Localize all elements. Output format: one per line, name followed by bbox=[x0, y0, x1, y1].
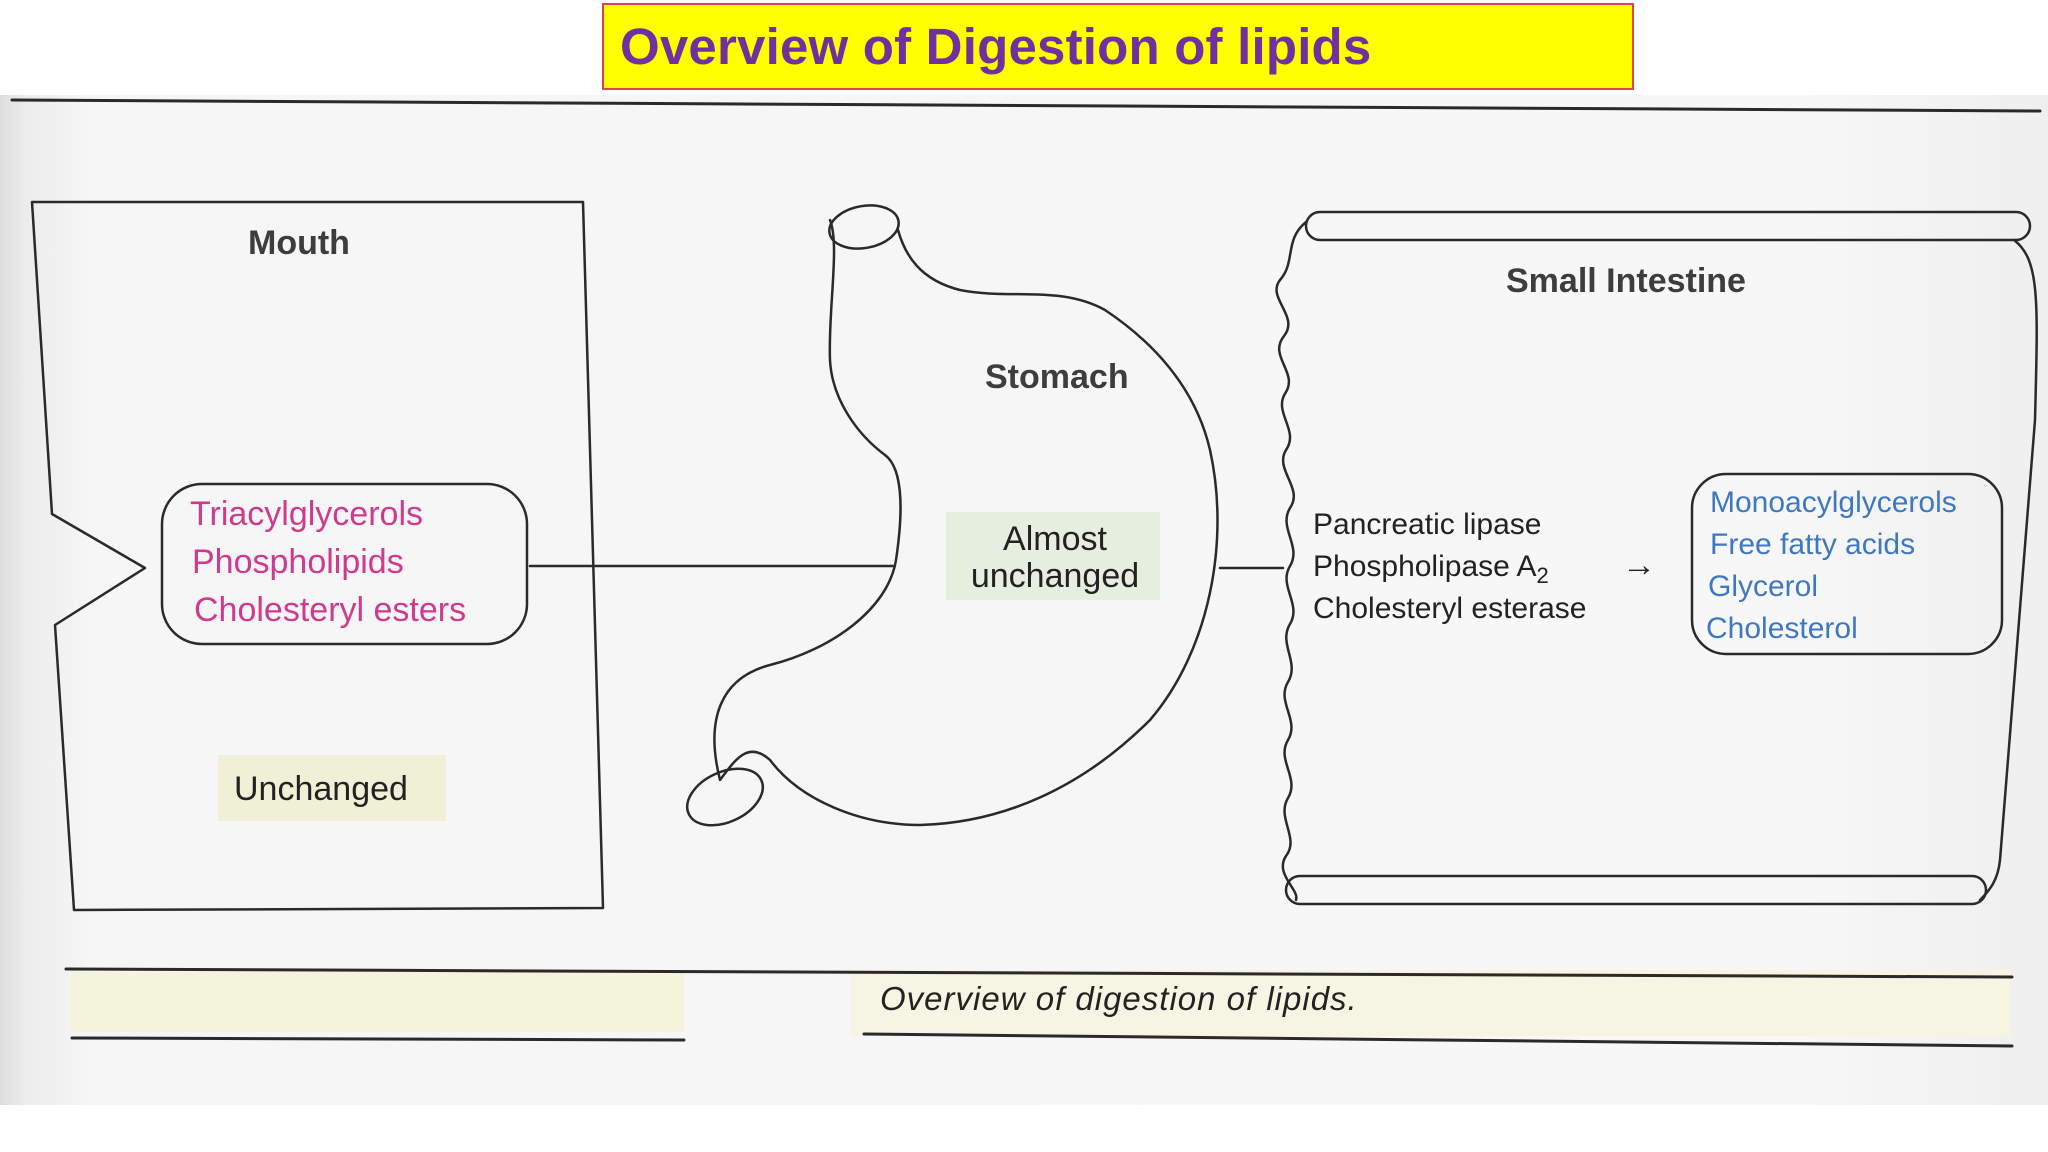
top-rule bbox=[10, 98, 2042, 113]
enzyme-2-subscript: 2 bbox=[1536, 563, 1549, 588]
mouth-status: Unchanged bbox=[234, 770, 408, 808]
enzyme-2: Phospholipase A2 bbox=[1313, 546, 1549, 597]
stomach-heading: Stomach bbox=[985, 358, 1129, 396]
duodenum-opening bbox=[685, 767, 765, 827]
highlight-mouth bbox=[218, 755, 446, 821]
reaction-arrow-icon: → bbox=[1622, 546, 1656, 584]
scanned-page bbox=[0, 95, 2048, 1105]
figure-caption: Overview of digestion of lipids. bbox=[880, 980, 1358, 1017]
mouth-heading: Mouth bbox=[248, 224, 350, 262]
intestine-wavy-edge bbox=[1275, 220, 1308, 902]
highlight-stomach bbox=[946, 512, 1160, 600]
esophagus-opening bbox=[828, 204, 900, 250]
enzyme-3: Cholesteryl esterase bbox=[1313, 592, 1587, 625]
caption-bottom-rule-left bbox=[70, 1036, 686, 1042]
enzyme-1: Pancreatic lipase bbox=[1313, 508, 1542, 541]
substrate-1: Triacylglycerols bbox=[190, 495, 424, 533]
stomach-outline bbox=[713, 218, 1219, 827]
title-banner: Overview of Digestion of lipids bbox=[602, 3, 1634, 90]
page-title: Overview of Digestion of lipids bbox=[620, 18, 1372, 75]
substrates-box bbox=[160, 482, 529, 646]
intestine-bottom-tube bbox=[1284, 874, 1988, 906]
product-1: Monoacylglycerols bbox=[1710, 486, 1957, 519]
stomach-status-line1: Almost bbox=[1003, 520, 1107, 558]
caption-top-rule bbox=[64, 967, 2014, 979]
product-4: Cholesterol bbox=[1706, 612, 1858, 645]
enzyme-2-name: Phospholipase A bbox=[1313, 550, 1537, 583]
intestine-top-tube bbox=[1304, 210, 2032, 242]
highlight-caption-left bbox=[70, 972, 684, 1032]
products-box bbox=[1690, 472, 2004, 656]
highlight-caption bbox=[850, 970, 2010, 1036]
substrate-3: Cholesteryl esters bbox=[194, 591, 467, 629]
product-3: Glycerol bbox=[1708, 570, 1819, 603]
stomach-status-line2: unchanged bbox=[970, 557, 1140, 595]
substrate-2: Phospholipids bbox=[192, 543, 404, 581]
caption-bottom-rule-right bbox=[862, 1032, 2014, 1048]
product-2: Free fatty acids bbox=[1710, 528, 1916, 561]
intestine-heading: Small Intestine bbox=[1506, 262, 1746, 300]
intestine-right-edge bbox=[1978, 238, 2038, 902]
mouth-outline bbox=[30, 200, 605, 912]
